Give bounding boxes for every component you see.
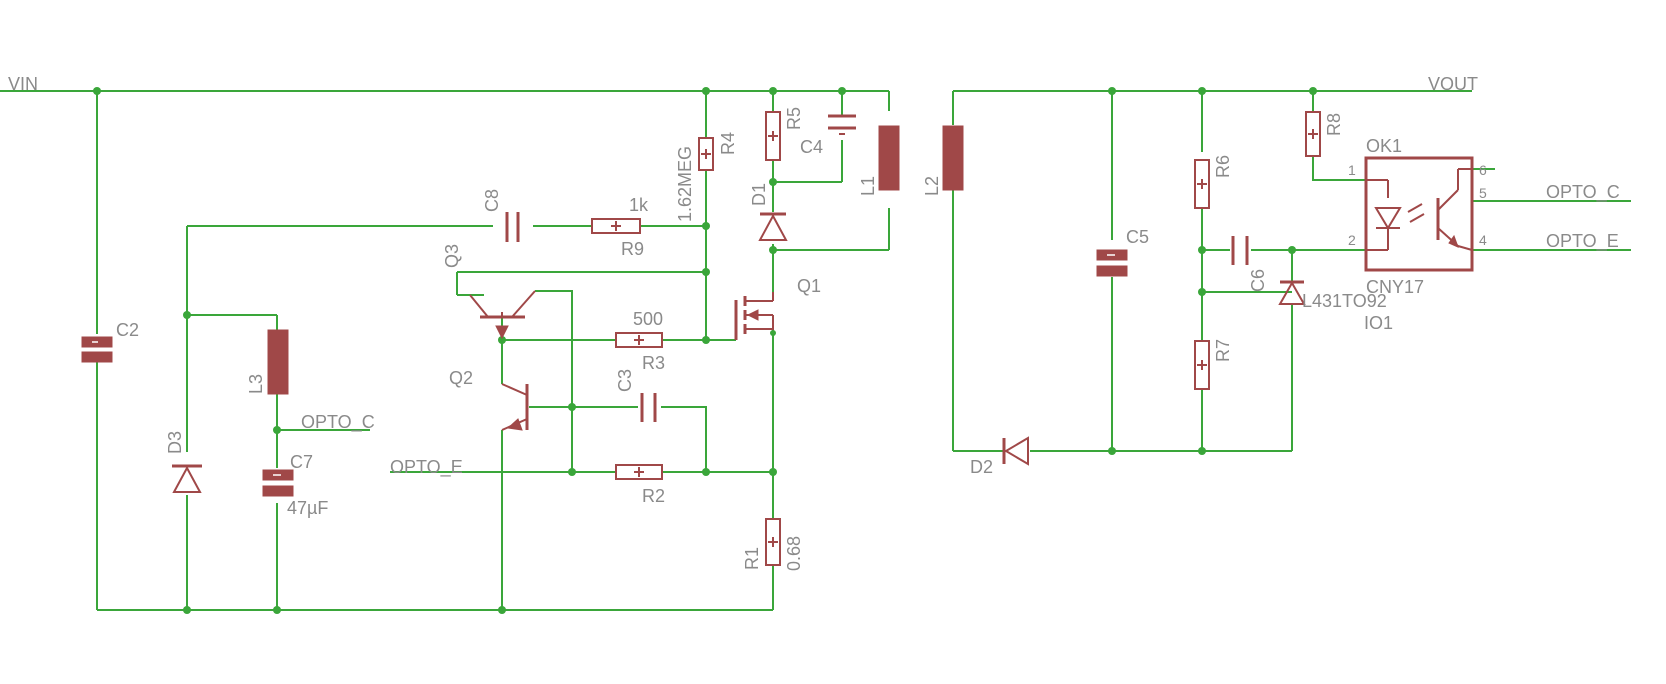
value-r9: 1k (629, 195, 649, 215)
inductor-l1 (878, 125, 900, 191)
diode-d3 (172, 464, 202, 493)
ref-q3: Q3 (442, 244, 462, 268)
resistor-r7 (1194, 340, 1210, 390)
value-r1: 0.68 (784, 536, 804, 571)
ref-c3: C3 (615, 369, 635, 392)
ref-c7: C7 (290, 452, 313, 472)
resistor-r9 (591, 218, 641, 234)
ref-c2: C2 (116, 320, 139, 340)
pin-4: 4 (1479, 232, 1487, 248)
pin-1: 1 (1348, 162, 1356, 178)
value-c7: 47µF (287, 498, 328, 518)
ref-q2: Q2 (449, 368, 473, 388)
net-label-vout: VOUT (1428, 74, 1478, 94)
resistor-r8 (1305, 111, 1321, 157)
shunt-regulator-io1 (1278, 280, 1306, 305)
ref-c6: C6 (1248, 269, 1268, 292)
value-r3: 500 (633, 309, 663, 329)
ref-r1: R1 (742, 547, 762, 570)
ref-d3: D3 (165, 431, 185, 454)
net-label-opto-c-right: OPTO_C (1546, 182, 1620, 203)
ref-c8: C8 (482, 189, 502, 212)
inductor-l3 (267, 329, 289, 395)
resistor-r4 (698, 137, 714, 171)
ref-c5: C5 (1126, 227, 1149, 247)
net-label-opto-e-left: OPTO_E (390, 457, 463, 478)
ref-l2: L2 (922, 176, 942, 196)
capacitor-c5 (1096, 249, 1128, 277)
resistor-r3 (615, 332, 663, 348)
ref-c4: C4 (800, 137, 823, 157)
ref-ok1: OK1 (1366, 136, 1402, 156)
ref-d2: D2 (970, 457, 993, 477)
ref-r2: R2 (642, 486, 665, 506)
ref-r8: R8 (1324, 113, 1344, 136)
value-ok1: CNY17 (1366, 277, 1424, 297)
resistor-r6 (1194, 159, 1210, 209)
net-label-opto-e-right: OPTO_E (1546, 231, 1619, 252)
ref-r6: R6 (1213, 155, 1233, 178)
pin-5: 5 (1479, 185, 1487, 201)
ref-r9: R9 (621, 239, 644, 259)
capacitor-c3 (640, 393, 657, 422)
capacitor-c8 (505, 212, 520, 242)
ref-r7: R7 (1213, 339, 1233, 362)
transistor-q3 (469, 290, 536, 340)
junctions (93, 87, 1317, 614)
ref-io1: IO1 (1364, 313, 1393, 333)
ref-l1: L1 (858, 176, 878, 196)
value-r4: 1.62MEG (675, 146, 695, 222)
resistor-r1 (765, 518, 781, 566)
ref-r4: R4 (718, 132, 738, 155)
net-label-opto-c-left: OPTO_C (301, 412, 375, 433)
wires (0, 90, 1631, 611)
diode-d2 (1002, 436, 1029, 466)
inductor-l2 (942, 125, 964, 191)
optocoupler-ok1 (1364, 156, 1474, 272)
resistor-r5 (765, 111, 781, 161)
capacitor-c7 (262, 469, 294, 497)
net-label-vin: VIN (8, 74, 38, 94)
transistor-q1 (734, 292, 776, 340)
value-io1: L431TO92 (1302, 291, 1387, 311)
capacitor-c2 (81, 336, 113, 363)
ref-q1: Q1 (797, 276, 821, 296)
pin-6: 6 (1479, 162, 1487, 178)
diode-d1 (758, 212, 788, 241)
resistor-r2 (615, 464, 663, 480)
transistor-q2 (501, 383, 529, 431)
ref-r3: R3 (642, 353, 665, 373)
ref-d1: D1 (749, 183, 769, 206)
labels: VIN VOUT OPTO_C OPTO_E OPTO_C OPTO_E C2 … (8, 74, 1620, 571)
ref-r5: R5 (784, 107, 804, 130)
ref-l3: L3 (246, 374, 266, 394)
pin-2: 2 (1348, 232, 1356, 248)
capacitor-c4 (828, 114, 856, 135)
capacitor-c6 (1231, 236, 1249, 265)
